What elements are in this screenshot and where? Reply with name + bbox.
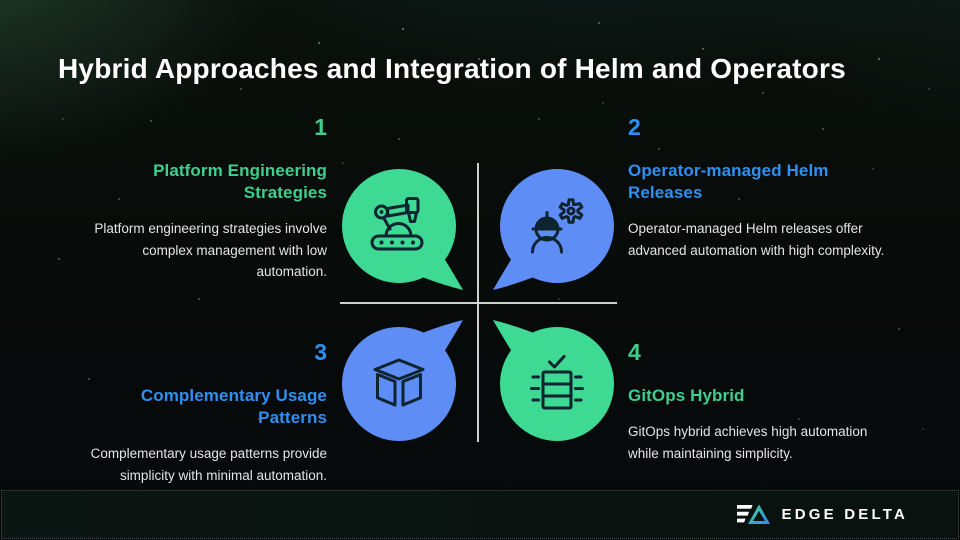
- quadrant-4-title: GitOps Hybrid: [628, 386, 745, 405]
- footer-bar: EDGE DELTA: [1, 490, 959, 539]
- server-rack-check-icon: [530, 355, 584, 410]
- quadrant-4-block: 4 GitOps Hybrid GitOps hybrid achieves h…: [628, 338, 890, 464]
- speech-bubble-complementary-usage: [337, 316, 467, 446]
- slide-title: Hybrid Approaches and Integration of Hel…: [58, 53, 846, 84]
- star-field-green: [0, 0, 2, 2]
- speech-bubble-gitops-hybrid: [489, 316, 619, 446]
- quadrant-2-block: 2 Operator-managed Helm Releases Operato…: [628, 113, 890, 261]
- engineer-hardhat-gear-icon: [531, 198, 584, 254]
- speech-bubble-platform-engineering: [337, 164, 467, 294]
- quadrant-3-title: Complementary Usage Patterns: [140, 386, 327, 427]
- quadrant-2-title: Operator-managed Helm Releases: [628, 161, 829, 202]
- quadrant-1-title: Platform Engineering Strategies: [153, 161, 327, 202]
- quadrant-4-number: 4: [628, 339, 641, 365]
- package-cube-icon: [373, 358, 425, 407]
- speech-bubble-shape: [342, 320, 463, 441]
- speech-bubble-shape: [342, 169, 463, 290]
- quadrant-1-block: 1 Platform Engineering Strategies Platfo…: [79, 113, 327, 283]
- quadrant-3-block: 3 Complementary Usage Patterns Complemen…: [79, 338, 327, 486]
- quadrant-divider-horizontal: [340, 302, 617, 304]
- quadrant-3-number: 3: [314, 339, 327, 365]
- quadrant-2-description: Operator-managed Helm releases offer adv…: [628, 221, 885, 258]
- robot-arm-icon: [370, 197, 424, 251]
- quadrant-1-number: 1: [314, 114, 327, 140]
- quadrant-3-description: Complementary usage patterns provide sim…: [90, 446, 327, 483]
- brand-wordmark: EDGE DELTA: [781, 506, 908, 523]
- edge-delta-logo-icon: [736, 504, 770, 524]
- quadrant-2-number: 2: [628, 114, 641, 140]
- quadrant-1-description: Platform engineering strategies involve …: [94, 221, 327, 279]
- quadrant-4-description: GitOps hybrid achieves high automation w…: [628, 424, 868, 461]
- speech-bubble-operator-managed: [489, 164, 619, 294]
